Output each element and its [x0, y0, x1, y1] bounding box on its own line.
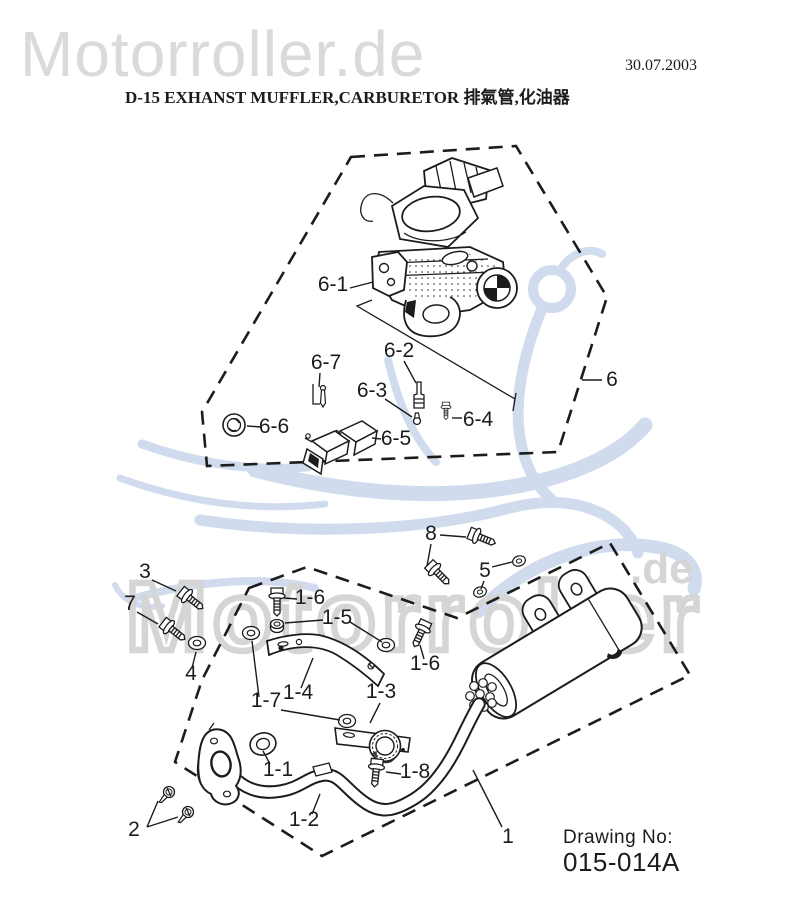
callout-2: 2 — [128, 818, 140, 841]
muffler-drawing — [471, 569, 643, 720]
watermark-top-text: Motorroller.de — [20, 18, 425, 90]
carburetor-drawing — [355, 157, 518, 412]
part-screw-2b — [174, 803, 197, 827]
page-date: 30.07.2003 — [625, 57, 697, 74]
callout-1-6a: 1-6 — [295, 586, 325, 609]
part-washer-1-7b — [337, 713, 357, 729]
swoosh-watermark-icon — [112, 246, 702, 619]
callout-5: 5 — [479, 559, 491, 582]
callout-6-6: 6-6 — [259, 415, 289, 438]
callout-1-5: 1-5 — [322, 606, 352, 629]
part-6-3-needle-valve — [412, 412, 422, 426]
callout-6-4: 6-4 — [463, 408, 494, 431]
part-washer-4 — [187, 635, 207, 651]
clamp-bracket-drawing — [334, 727, 411, 764]
callout-6-2: 6-2 — [384, 339, 414, 362]
heat-shield-drawing — [266, 633, 386, 688]
callout-6-7: 6-7 — [311, 351, 341, 374]
callout-3: 3 — [139, 560, 151, 583]
flex-joint-knurl — [465, 678, 497, 712]
part-gasket-1-1 — [246, 729, 280, 759]
drawing-no-value: 015-014A — [563, 847, 680, 877]
callout-1-3: 1-3 — [366, 680, 396, 703]
callout-8: 8 — [425, 522, 437, 545]
part-bolt-1-8 — [365, 757, 386, 789]
callout-7: 7 — [124, 592, 136, 615]
upper-dashed-boundary — [200, 144, 609, 468]
watermark-middle-suffix: .de — [630, 544, 694, 593]
upper-leader-lines — [246, 281, 602, 440]
callout-1-7: 1-7 — [251, 689, 281, 712]
callout-1-4: 1-4 — [283, 681, 314, 704]
callout-6-5: 6-5 — [381, 427, 411, 450]
part-screw-2a — [155, 783, 178, 807]
lower-leader-lines — [136, 534, 513, 828]
drawing-no-label: Drawing No: — [563, 827, 673, 848]
flange-drawing — [196, 722, 242, 806]
callout-6: 6 — [606, 368, 618, 391]
callout-1-8: 1-8 — [400, 760, 430, 783]
callout-1: 1 — [502, 825, 514, 848]
part-bolt-8a — [465, 524, 499, 552]
callout-1-1: 1-1 — [263, 758, 293, 781]
part-6-7-pin — [312, 384, 327, 409]
part-6-5-float — [302, 420, 379, 476]
part-washer-1-7a — [241, 625, 261, 641]
drain-hose-line — [355, 299, 517, 412]
exhaust-pipe-drawing — [231, 697, 486, 817]
part-6-2-main-jet — [413, 381, 425, 409]
part-6-6-grommet — [222, 413, 246, 437]
page-title: D-15 EXHANST MUFFLER,CARBURETOR 排氣管,化油器 — [125, 87, 571, 107]
callout-6-3: 6-3 — [357, 379, 387, 402]
callout-1-2: 1-2 — [289, 808, 319, 831]
callout-1-6b: 1-6 — [410, 652, 440, 675]
part-6-4-pilot-jet — [440, 401, 452, 420]
callout-4: 4 — [185, 662, 197, 685]
callout-6-1: 6-1 — [318, 273, 348, 296]
watermark-layer: Motorroller.de Motorroller .de — [20, 18, 702, 674]
